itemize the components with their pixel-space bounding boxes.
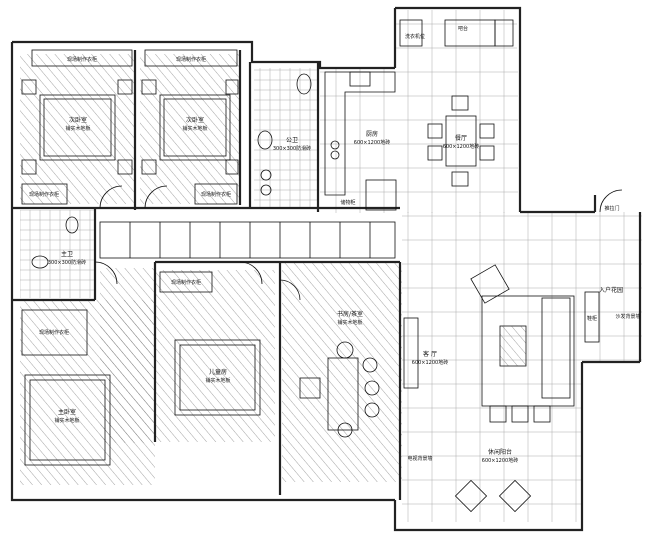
bed-b	[159, 94, 231, 161]
wardrobe-label-f: 现场制作衣柜	[39, 329, 69, 336]
balcony-name: 休闲阳台	[488, 448, 512, 456]
corridor-floor	[100, 268, 155, 443]
bed-b-inner	[163, 98, 227, 157]
wardrobe-label-e: 现场制作衣柜	[171, 279, 201, 286]
bedroom-b-floor	[140, 54, 240, 204]
wardrobe-top-b	[144, 49, 238, 67]
entrance-floor	[582, 212, 642, 362]
bedroom-a-floor	[20, 54, 135, 204]
walls	[10, 6, 642, 532]
living-name: 客 厅	[423, 350, 437, 358]
storage-label: 储物柜	[340, 199, 355, 206]
sofa-wall-label: 沙发背景墙	[615, 313, 640, 320]
study-name: 书房/茶室	[337, 310, 363, 318]
kitchen-name: 厨房	[366, 130, 378, 138]
master-floor-text: 铺实木地板	[54, 417, 79, 424]
living-floor-text: 600×1200地砖	[412, 359, 448, 366]
floor-fills	[20, 10, 642, 522]
wardrobe-label-d: 现场制作衣柜	[201, 191, 231, 198]
bath-master-name: 主卫	[61, 250, 73, 258]
bed-a-inner	[43, 98, 112, 157]
bed-kids-inner	[179, 344, 256, 411]
wardrobe-label-c: 现场制作衣柜	[29, 191, 59, 198]
wardrobe-label-a: 现场制作衣柜	[67, 56, 97, 63]
bath-main-floor	[254, 68, 318, 208]
kids-floor	[155, 270, 275, 442]
kitchen-counter	[324, 71, 396, 196]
room-labels: 次卧室 铺实木地板 次卧室 铺实木地板 主卧室 铺实木地板 儿童房 铺实木地板 …	[48, 116, 623, 464]
dining-floor	[400, 68, 518, 213]
bed-kids	[174, 339, 261, 416]
kitchen-floor-text: 600×1200地砖	[354, 139, 390, 146]
washer-label: 洗衣机位	[405, 33, 425, 40]
living-floor	[402, 212, 582, 522]
shoe-cabinet-label: 鞋柜	[587, 315, 597, 322]
tv-wall-label: 电视背景墙	[407, 455, 432, 462]
sofa	[541, 297, 571, 399]
dining-table	[445, 115, 477, 167]
kids-name: 儿童房	[209, 368, 227, 376]
master-name: 主卧室	[58, 408, 76, 416]
bath-main-floor-text: 300×300防滑砖	[273, 145, 311, 152]
bath-main-name: 公卫	[286, 137, 298, 144]
dining-name: 餐厅	[455, 134, 467, 142]
bedroom-b-floor-text: 铺实木地板	[182, 125, 207, 132]
bedroom-b-name: 次卧室	[186, 116, 204, 124]
furniture	[21, 19, 623, 513]
coffee-table	[499, 325, 527, 367]
study-floor-text: 铺实木地板	[337, 319, 362, 326]
bedroom-a-floor-text: 铺实木地板	[65, 125, 90, 132]
corridor-cabinet	[99, 221, 396, 259]
bath-master-floor-text: 300×300防滑砖	[48, 259, 86, 266]
balcony-floor-text: 600×1200地砖	[482, 457, 518, 464]
sliding-door-label: 推拉门	[604, 205, 619, 212]
dining-floor-text: 600×1200地砖	[443, 143, 479, 150]
bedroom-a-name: 次卧室	[69, 116, 87, 124]
annotations: 现场制作衣柜 现场制作衣柜 现场制作衣柜 现场制作衣柜 现场制作衣柜 现场制作衣…	[29, 25, 641, 462]
bar-label: 吧台	[458, 25, 468, 32]
entrance-name: 入户花园	[599, 286, 623, 294]
bed-master-inner	[29, 379, 106, 461]
tv-wall	[403, 317, 419, 389]
study-floor	[282, 262, 402, 482]
kids-floor-text: 铺实木地板	[205, 377, 230, 384]
bed-master	[24, 374, 111, 466]
wardrobe-label-b: 现场制作衣柜	[176, 56, 206, 63]
bed-a	[39, 94, 116, 161]
bath-master-floor	[20, 210, 95, 298]
wardrobe-top-a	[31, 49, 133, 67]
